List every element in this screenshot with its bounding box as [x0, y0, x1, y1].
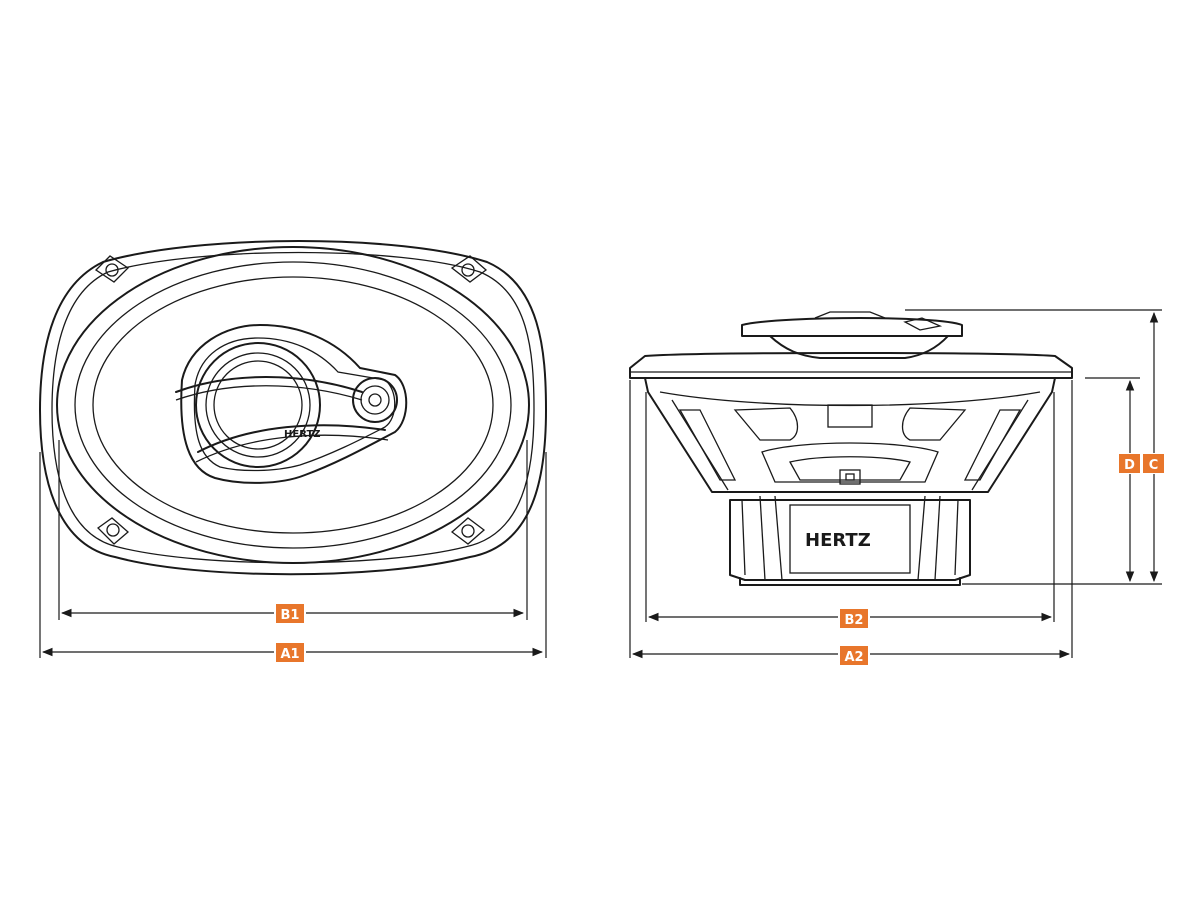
basket-windows [678, 404, 1022, 485]
front-surround-inner [74, 261, 512, 549]
front-view: HERTZ B1 A1 [39, 240, 547, 662]
front-tweeter-assembly: HERTZ [175, 324, 408, 484]
front-tweeter [352, 377, 398, 423]
dimension-b2: B2 [647, 609, 1053, 628]
dimension-a1: A1 [41, 643, 544, 662]
label-c: C [1149, 458, 1159, 473]
front-logo: HERTZ [284, 429, 321, 440]
side-magnet: HERTZ [729, 495, 971, 586]
woofer-dustcap-ring [195, 342, 321, 468]
front-outer-frame [39, 240, 547, 576]
mount-hole-top-right [450, 255, 488, 283]
label-b1: B1 [281, 608, 300, 623]
label-a1: A1 [280, 647, 299, 662]
mount-hole-top-left [94, 255, 130, 283]
mount-hole-bottom-left [96, 517, 129, 545]
dimension-d: D [1119, 379, 1140, 583]
dimension-c: C [1143, 311, 1164, 583]
front-frame-inner-edge [51, 251, 535, 564]
side-basket-outer [644, 377, 1056, 493]
label-a2: A2 [844, 650, 863, 665]
side-logo: HERTZ [805, 530, 871, 551]
side-flange [629, 352, 1073, 379]
side-view: HERTZ B2 A2 D [629, 309, 1164, 665]
front-surround-outer [56, 246, 530, 564]
label-b2: B2 [845, 613, 864, 628]
dimension-a2: A2 [631, 646, 1071, 665]
mount-hole-bottom-right [450, 517, 486, 545]
front-cone [92, 276, 494, 534]
dimension-b1: B1 [60, 604, 525, 623]
side-tweeter-pod [741, 311, 963, 359]
label-d: D [1124, 458, 1135, 473]
